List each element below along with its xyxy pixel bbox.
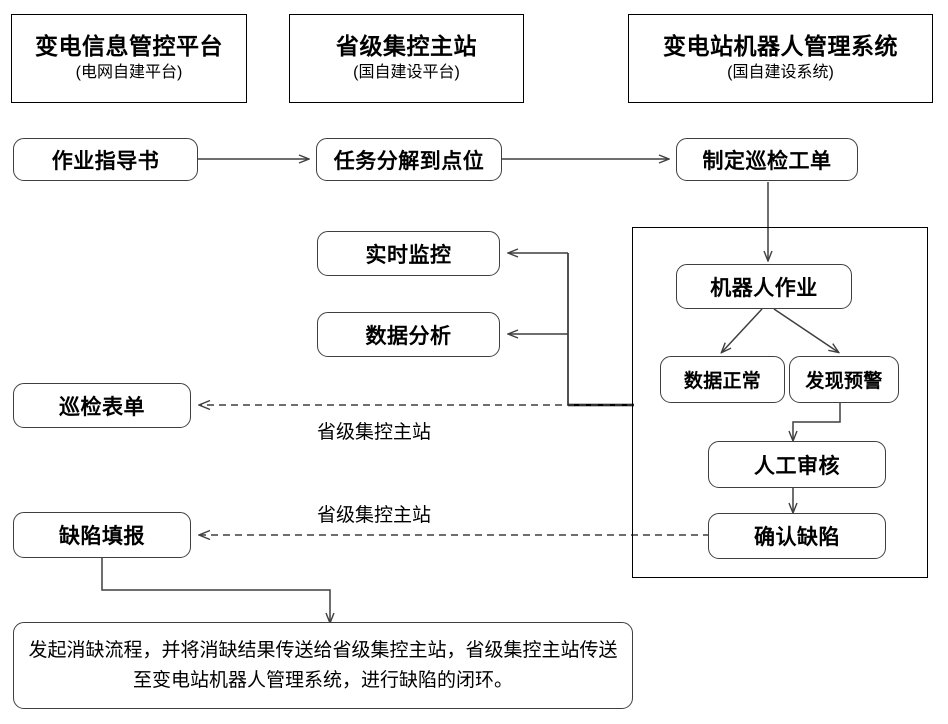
node-label: 数据正常 [683,371,762,392]
node-work-instruction[interactable]: 作业指导书 [13,138,198,181]
node-label: 制定巡检工单 [702,149,832,173]
node-label: 机器人作业 [710,276,818,300]
node-inspection-form[interactable]: 巡检表单 [13,383,191,428]
node-manual-review[interactable]: 人工审核 [708,441,886,488]
robot-system-container [632,227,928,578]
header-title: 变电站机器人管理系统 [663,33,898,60]
node-data-normal[interactable]: 数据正常 [660,356,785,403]
node-label: 发现预警 [805,371,883,392]
node-closure-note[interactable]: 发起消缺流程，并将消缺结果传送给省级集控主站，省级集控主站传送至变电站机器人管理… [13,622,633,709]
node-create-work-order[interactable]: 制定巡检工单 [676,138,858,181]
header-subtitle: (国自建设系统) [727,63,834,81]
node-label: 任务分解到点位 [333,149,485,173]
header-box-substation-info-platform[interactable]: 变电信息管控平台 (电网自建平台) [11,14,247,103]
node-label: 确认缺陷 [754,526,840,549]
node-confirm-defect[interactable]: 确认缺陷 [708,513,886,559]
node-realtime-monitor[interactable]: 实时监控 [317,231,500,276]
node-alarm-found[interactable]: 发现预警 [789,356,899,403]
header-subtitle: (电网自建平台) [75,63,183,81]
node-label: 巡检表单 [59,395,145,419]
edge-label-inspection-channel: 省级集控主站 [317,422,432,443]
node-data-analysis[interactable]: 数据分析 [317,312,500,357]
node-robot-operation[interactable]: 机器人作业 [676,264,852,309]
header-box-provincial-master-station[interactable]: 省级集控主站 (国自建设平台) [289,14,524,103]
node-defect-report[interactable]: 缺陷填报 [13,512,191,558]
node-task-breakdown[interactable]: 任务分解到点位 [316,138,502,181]
header-title: 变电信息管控平台 [35,33,223,60]
header-title: 省级集控主站 [336,33,477,60]
node-label: 缺陷填报 [59,525,145,548]
header-subtitle: (国自建设平台) [353,63,460,81]
node-label: 实时监控 [365,243,452,267]
node-label: 发起消缺流程，并将消缺结果传送给省级集控主站，省级集控主站传送至变电站机器人管理… [28,640,618,691]
edge-label-defect-channel: 省级集控主站 [317,505,432,526]
header-box-robot-management-system[interactable]: 变电站机器人管理系统 (国自建设系统) [628,14,933,103]
node-label: 人工审核 [754,454,840,478]
node-label: 作业指导书 [51,149,160,173]
node-label: 数据分析 [365,324,452,348]
edge-defect-to-note [101,558,330,622]
